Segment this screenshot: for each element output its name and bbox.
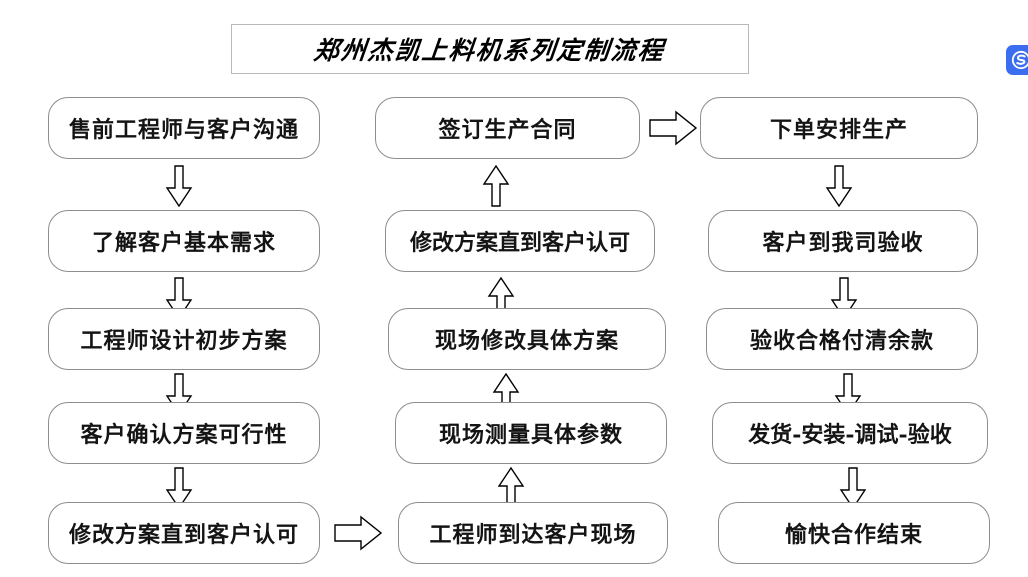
chart-title: 郑州杰凯上料机系列定制流程: [312, 36, 667, 65]
node-col2-2[interactable]: 修改方案直到客户认可: [385, 210, 655, 272]
arrow-down-col1-1: [164, 165, 194, 208]
node-col1-4[interactable]: 客户确认方案可行性: [48, 402, 320, 464]
node-col2-4[interactable]: 现场测量具体参数: [395, 402, 667, 464]
arrow-down-col3-1: [824, 165, 854, 208]
node-col1-4-label: 客户确认方案可行性: [80, 422, 288, 448]
node-col3-2[interactable]: 客户到我司验收: [708, 210, 978, 272]
node-col1-3[interactable]: 工程师设计初步方案: [48, 308, 320, 370]
node-col1-5-label: 修改方案直到客户认可: [68, 522, 299, 548]
node-col3-1-label: 下单安排生产: [769, 117, 908, 143]
arrow-right-col1-to-col2: [334, 514, 385, 552]
arrow-down-col3-4: [838, 467, 868, 510]
node-col1-2[interactable]: 了解客户基本需求: [48, 210, 320, 272]
node-col1-1-label: 售前工程师与客户沟通: [68, 117, 299, 143]
node-col1-1[interactable]: 售前工程师与客户沟通: [48, 97, 320, 159]
node-col1-2-label: 了解客户基本需求: [91, 230, 276, 256]
arrow-up-col2-1: [481, 164, 511, 208]
node-col3-1[interactable]: 下单安排生产: [700, 97, 978, 159]
node-col3-5[interactable]: 愉快合作结束: [718, 502, 990, 564]
node-col2-4-label: 现场测量具体参数: [438, 422, 623, 448]
node-col3-5-label: 愉快合作结束: [784, 522, 923, 548]
node-col2-5-label: 工程师到达客户现场: [429, 522, 637, 548]
node-col2-5[interactable]: 工程师到达客户现场: [398, 502, 668, 564]
arrow-right-col2-to-col3: [649, 109, 700, 147]
node-col2-2-label: 修改方案直到客户认可: [409, 230, 630, 256]
node-col3-2-label: 客户到我司验收: [762, 230, 924, 256]
node-col2-1-label: 签订生产合同: [438, 117, 577, 143]
node-col3-4[interactable]: 发货-安装-调试-验收: [712, 402, 988, 464]
s-badge-icon: [1006, 45, 1028, 75]
node-col1-3-label: 工程师设计初步方案: [80, 328, 288, 354]
chart-title-box: 郑州杰凯上料机系列定制流程: [231, 24, 749, 74]
node-col3-4-label: 发货-安装-调试-验收: [748, 422, 952, 448]
node-col1-5[interactable]: 修改方案直到客户认可: [48, 502, 320, 564]
node-col3-3-label: 验收合格付清余款: [749, 328, 934, 354]
node-col3-3[interactable]: 验收合格付清余款: [706, 308, 978, 370]
node-col2-3[interactable]: 现场修改具体方案: [388, 308, 666, 370]
node-col2-3-label: 现场修改具体方案: [434, 328, 619, 354]
arrow-down-col1-4: [164, 467, 194, 510]
node-col2-1[interactable]: 签订生产合同: [375, 97, 640, 159]
